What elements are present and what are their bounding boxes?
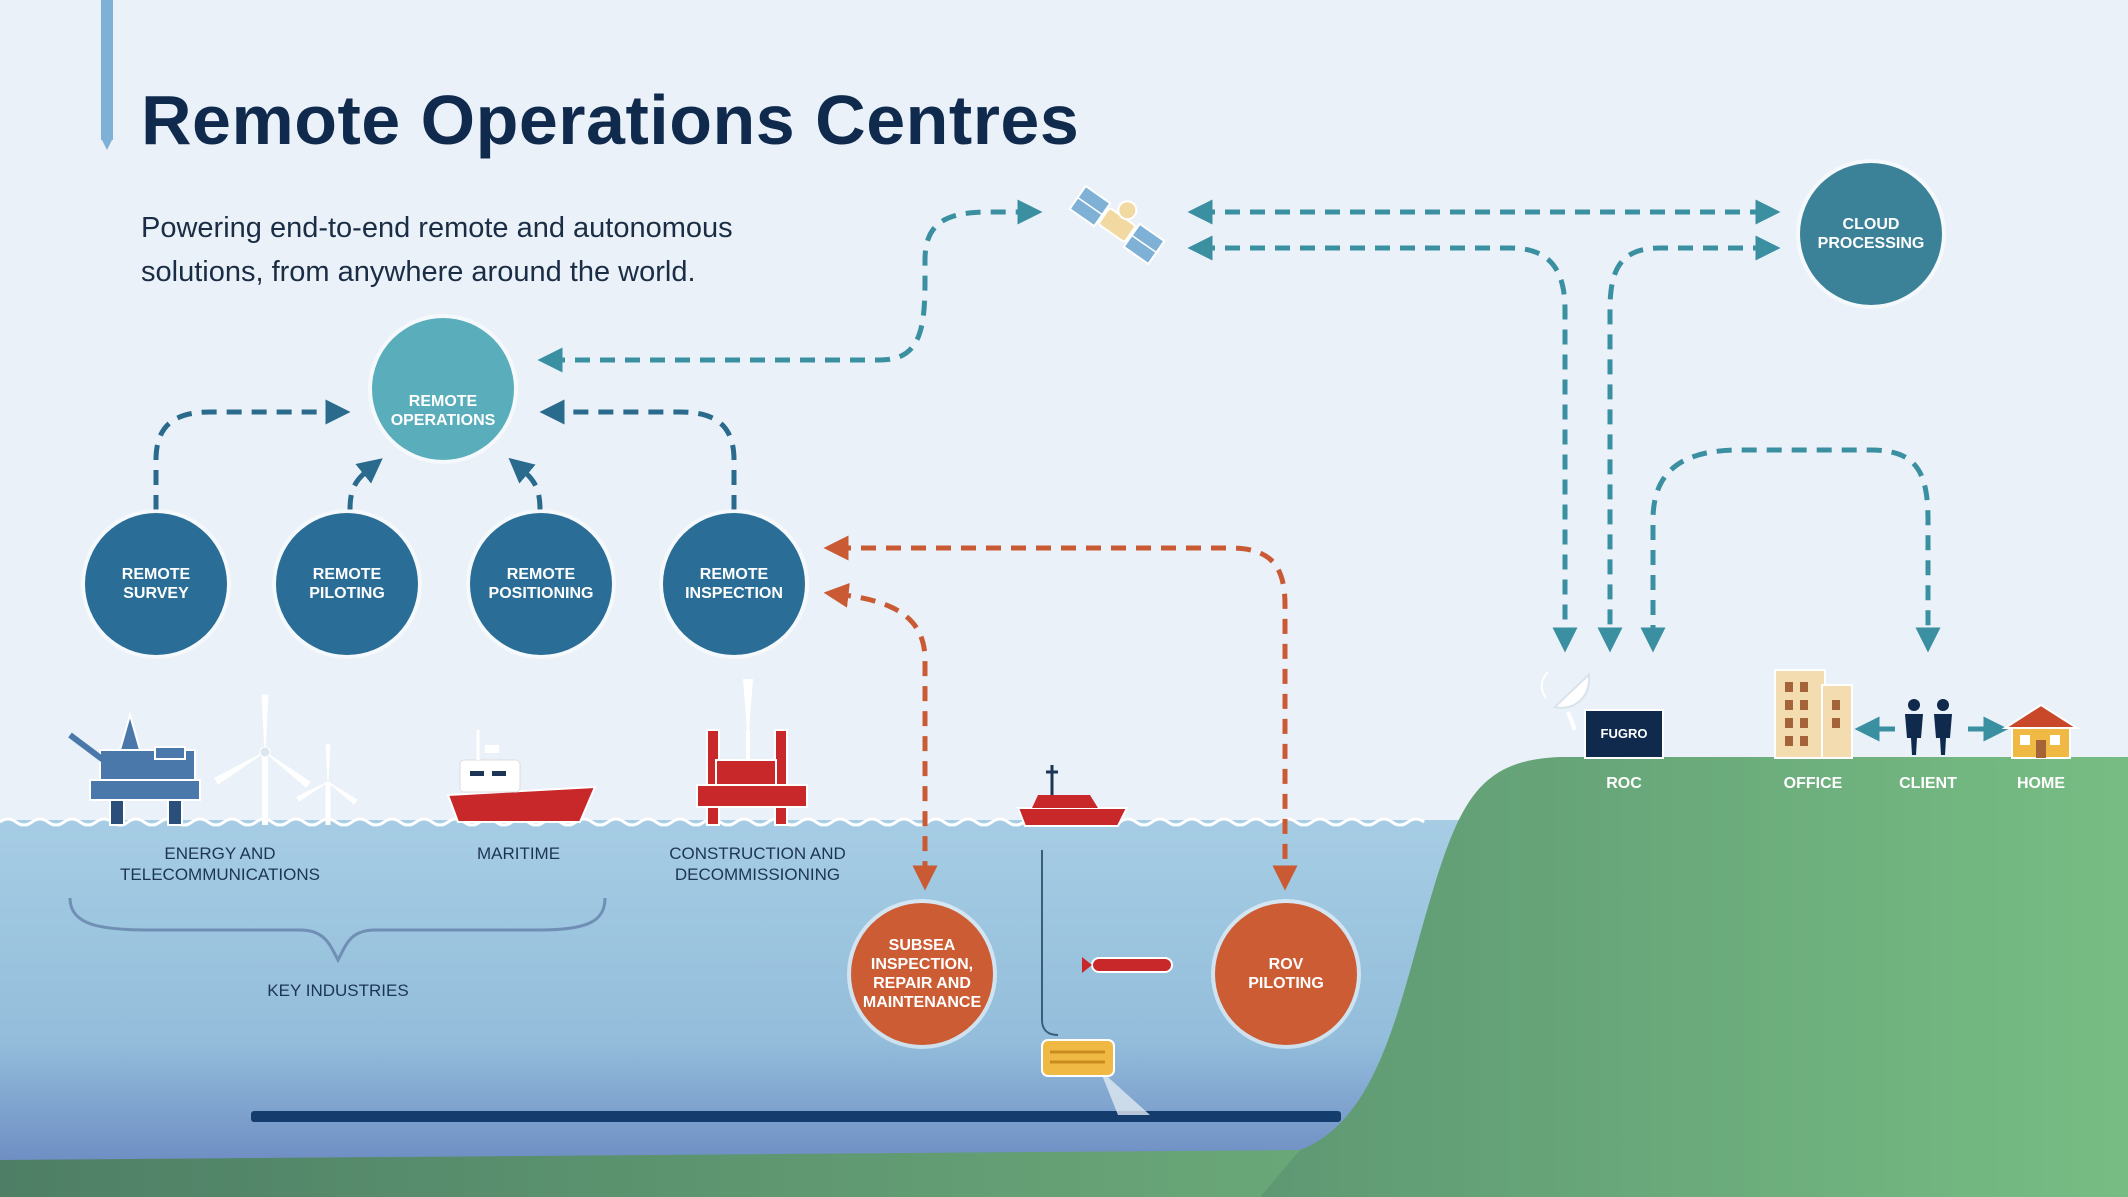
tether-cable [1041,850,1059,1036]
node-remote-piloting: REMOTE PILOTING [276,513,418,655]
arrow-survey-to-remote-ops [153,399,351,510]
label-client: CLIENT [1899,775,1957,792]
rov-icon [1041,1039,1150,1115]
node-subsea-irm-label: SUBSEA INSPECTION, REPAIR AND MAINTENANC… [862,937,982,1011]
label-home: HOME [2017,775,2065,792]
satellite-icon [1068,184,1166,266]
roc-building [1584,709,1664,759]
node-remote-operations: REMOTE OPERATIONS [372,318,514,460]
wind-turbine-icon [214,694,311,825]
arrow-satellite-to-roc [1187,235,1578,653]
wind-turbine-small-icon [296,744,358,825]
key-industries-brace [68,897,607,964]
fugro-logo: FUGRO [1601,726,1648,741]
maritime-vessel-icon [446,730,597,823]
seabed [0,1150,1320,1197]
arrow-roc-to-home [1640,447,1941,653]
arrow-inspection-to-remote-ops [539,399,737,510]
label-maritime: MARITIME [476,844,561,863]
satellite-dish-icon [1540,671,1591,731]
node-rov-piloting: ROV PILOTING [1215,903,1357,1045]
node-cloud-processing-label: CLOUD PROCESSING [1817,216,1925,252]
label-key-industries: KEY INDUSTRIES [267,981,409,1000]
label-office: OFFICE [1783,775,1843,792]
land [1260,757,2128,1197]
node-remote-survey: REMOTE SURVEY [85,513,227,655]
accent-bar [101,0,113,140]
accent-bar-tip [101,138,113,150]
node-remote-piloting-label: REMOTE PILOTING [309,566,385,602]
subtitle-line-2: solutions, from anywhere around the worl… [141,256,696,288]
node-remote-survey-label: REMOTE SURVEY [121,566,191,602]
arrow-cloud-to-roc [1597,235,1781,653]
node-remote-positioning: REMOTE POSITIONING [470,513,612,655]
jackup-vessel-icon [696,679,808,826]
label-energy-telecom: ENERGY AND TELECOMMUNICATIONS [120,844,320,884]
label-roc: ROC [1606,775,1642,792]
node-remote-operations-label: REMOTE OPERATIONS [390,393,496,429]
survey-vessel-icon [1016,765,1129,827]
oil-platform-icon [68,711,201,826]
label-construction: CONSTRUCTION AND DECOMMISSIONING [669,844,846,884]
node-subsea-irm: SUBSEA INSPECTION, REPAIR AND MAINTENANC… [851,903,993,1045]
subtitle-line-1: Powering end-to-end remote and autonomou… [141,212,733,244]
arrow-positioning-to-remote-ops [508,457,543,511]
node-cloud-processing: CLOUD PROCESSING [1800,163,1942,305]
office-building-icon [1774,669,1853,759]
page-title: Remote Operations Centres [141,81,1080,159]
pipeline [251,1111,1341,1122]
arrow-remote-ops-to-satellite [537,199,1043,373]
auv-icon [1082,957,1173,973]
page-subtitle: Powering end-to-end remote and autonomou… [141,206,733,294]
node-remote-inspection: REMOTE INSPECTION [663,513,805,655]
node-remote-positioning-label: REMOTE POSITIONING [488,566,594,602]
home-icon [2001,703,2081,759]
arrow-piloting-to-remote-ops [347,458,383,511]
client-people-icon [1905,699,1952,755]
arrow-inspection-to-rov [823,535,1298,891]
node-remote-inspection-label: REMOTE INSPECTION [685,566,783,602]
node-rov-piloting-label: ROV PILOTING [1248,956,1324,992]
